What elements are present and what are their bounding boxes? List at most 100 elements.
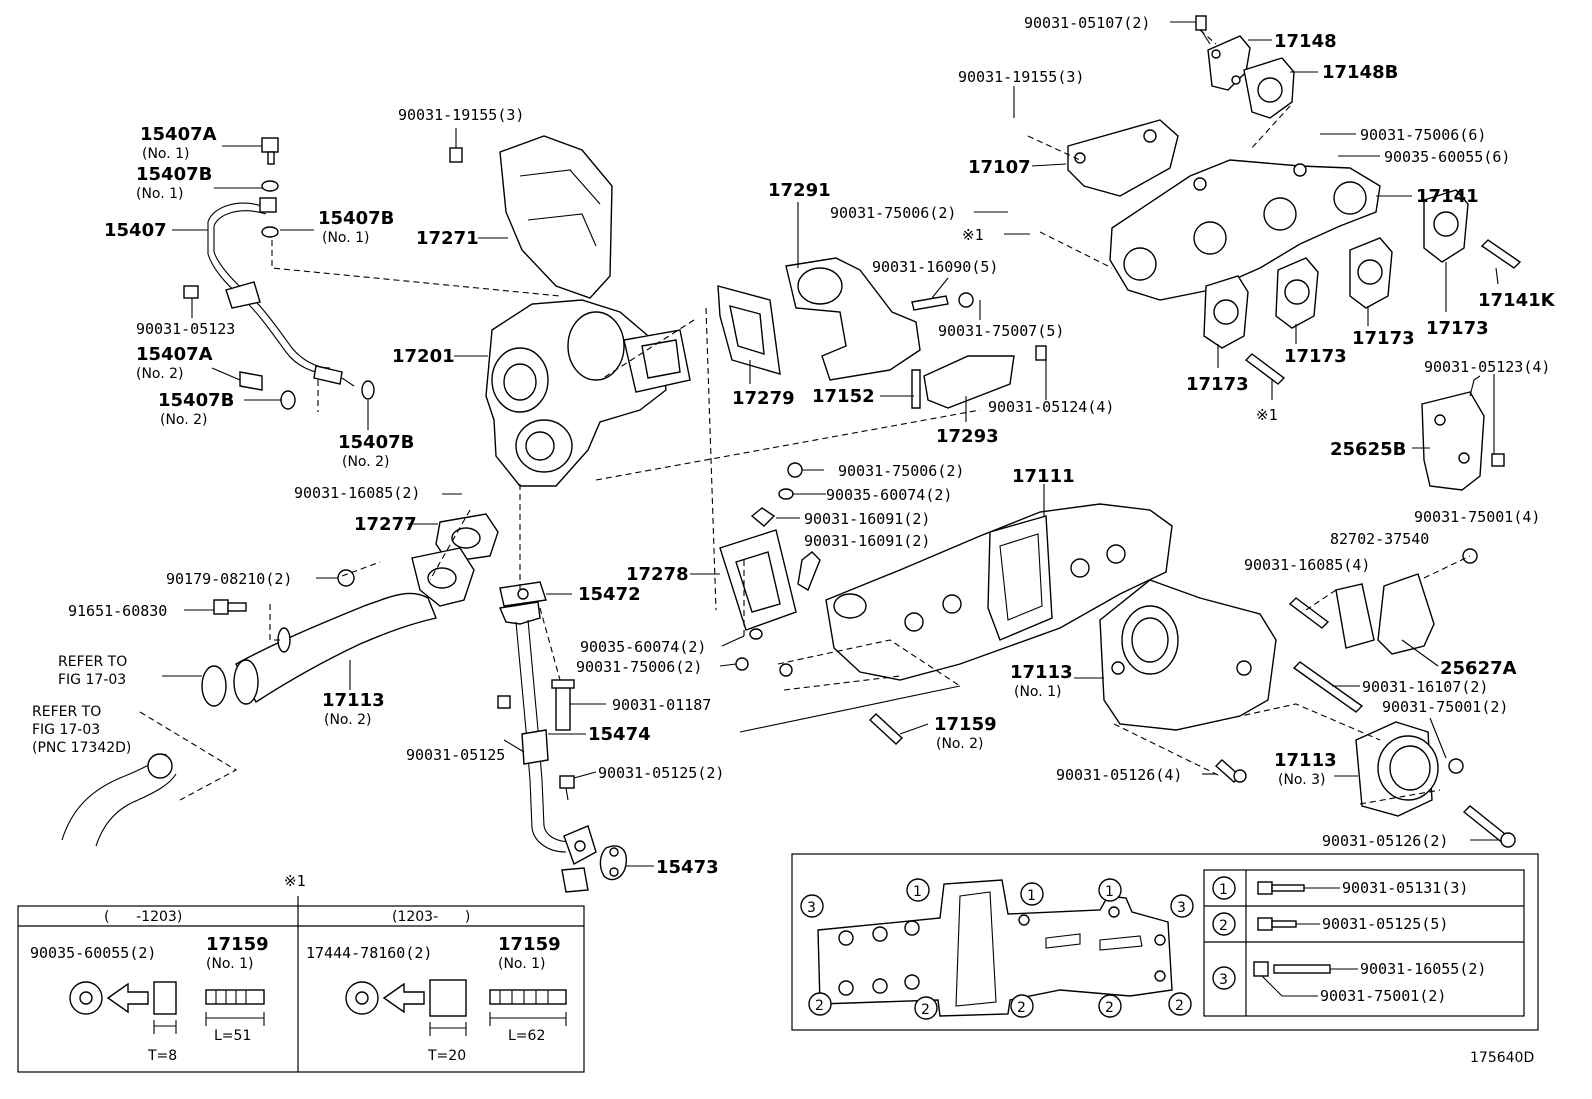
hose-refer-fig: [61, 753, 177, 847]
legend-key-3: 3: [1219, 972, 1228, 988]
label-17291: 17291: [768, 180, 831, 201]
bracket-17107: [1067, 119, 1179, 197]
stud-icon-1: [205, 989, 265, 1005]
label-15407B-no1-right-sub: (No. 1): [322, 230, 370, 246]
label-17173-c: 17173: [1284, 346, 1347, 367]
table-col1-T: T=8: [147, 1048, 177, 1064]
label-17201: 17201: [392, 346, 455, 367]
label-17293: 17293: [936, 426, 999, 447]
label-90031-01187: 90031-01187: [612, 696, 711, 714]
label-17271: 17271: [416, 228, 479, 249]
label-17148B: 17148B: [1322, 62, 1398, 83]
label-91651-60830: 91651-60830: [68, 602, 167, 620]
bracket-17293: [923, 355, 1015, 409]
arrow-icon-2: [382, 982, 425, 1014]
label-mark1-a: ※1: [962, 226, 984, 244]
label-90035-60074-2b: 90035-60074(2): [580, 638, 706, 656]
label-15407A-no1: 15407A: [140, 124, 217, 145]
legend-mark-1-c: 1: [1105, 884, 1114, 900]
arrow-icon-1: [106, 982, 149, 1014]
label-17113-no1-sub: (No. 1): [1014, 684, 1062, 700]
label-15407A-no2-sub: (No. 2): [136, 366, 184, 382]
legend-mark-3-b: 3: [1177, 900, 1186, 916]
bolts-90031-05125: [497, 695, 575, 801]
label-17148: 17148: [1274, 31, 1337, 52]
label-15407: 15407: [104, 220, 167, 241]
label-fig-17-03-2: FIG 17-03: [32, 722, 100, 738]
gasket-17278: [719, 529, 797, 631]
pipe-17113-no2: [201, 547, 475, 707]
label-90031-75001-4: 90031-75001(4): [1414, 508, 1540, 526]
bolt-90031-05107: [1195, 15, 1211, 45]
label-90031-75006-6: 90031-75006(6): [1360, 126, 1486, 144]
bolt-icon-1: [1257, 881, 1273, 895]
label-90031-75001-2: 90031-75001(2): [1382, 698, 1508, 716]
label-17113-no3: 17113: [1274, 750, 1337, 771]
label-15407B-no2: 15407B: [158, 390, 234, 411]
legend-key-2: 2: [1219, 918, 1228, 934]
egr-cover-17148: [1207, 35, 1251, 91]
lower-gasket-outline: [739, 639, 961, 733]
gasket-15473: [599, 845, 627, 881]
label-17173-a: 17173: [1426, 318, 1489, 339]
label-90031-75007: 90031-75007(5): [938, 322, 1064, 340]
label-90031-05126-4: 90031-05126(4): [1056, 766, 1182, 784]
label-90031-05125-2: 90031-05125(2): [598, 764, 724, 782]
label-90031-75006-2a: 90031-75006(2): [830, 204, 956, 222]
legend-mark-3-a: 3: [807, 900, 816, 916]
label-15407B-no2-right: 15407B: [338, 432, 414, 453]
table-col2-washer: 17444-78160(2): [306, 944, 432, 962]
label-90031-16085-4: 90031-16085(4): [1244, 556, 1370, 574]
label-90031-19155-left: 90031-19155(3): [398, 106, 524, 124]
label-17113-no3-sub: (No. 3): [1278, 772, 1326, 788]
table-col2-stud: 17159: [498, 934, 561, 955]
label-90031-05126-2: 90031-05126(2): [1322, 832, 1448, 850]
label-90179-08210: 90179-08210(2): [166, 570, 292, 588]
stud-90031-01187: [551, 679, 575, 731]
label-pnc-17342D: (PNC 17342D): [32, 740, 131, 756]
label-17159-no2-sub: (No. 2): [936, 736, 984, 752]
legend-mark-2-e: 2: [1175, 998, 1184, 1014]
label-17277: 17277: [354, 514, 417, 535]
pipe-17113-no3: [1355, 721, 1439, 817]
stud-icon-2: [489, 989, 567, 1005]
label-90031-16090: 90031-16090(5): [872, 258, 998, 276]
exhaust-gaskets-17173: [1203, 189, 1469, 349]
label-17152: 17152: [812, 386, 875, 407]
callout-labels: 90031-05107(2) 17148 17148B 90031-19155(…: [32, 14, 1556, 878]
label-15474: 15474: [588, 724, 651, 745]
studs-90031-16090: [911, 292, 1047, 409]
label-fig-17-03-1: FIG 17-03: [58, 672, 126, 688]
bolt-91651-60830: [213, 599, 247, 615]
label-17278: 17278: [626, 564, 689, 585]
label-15472: 15472: [578, 584, 641, 605]
label-15473: 15473: [656, 857, 719, 878]
label-15407B-no2-right-sub: (No. 2): [342, 454, 390, 470]
legend-part-2: 90031-05125(5): [1322, 915, 1448, 933]
gasket-17148B: [1243, 57, 1295, 119]
exhaust-manifold-17141: [1109, 159, 1381, 301]
stud-icon-3: [1253, 961, 1269, 977]
label-17173-d: 17173: [1186, 374, 1249, 395]
table-col1-header: ( -1203): [104, 909, 182, 925]
legend-mark-2-d: 2: [1105, 1000, 1114, 1016]
label-15407B-no1: 15407B: [136, 164, 212, 185]
legend-mark-2-a: 2: [815, 998, 824, 1014]
label-17113-no2: 17113: [322, 690, 385, 711]
stud-variant-table: ※1 ( -1203) (1203- ) 90035-60055(2) 1715…: [17, 872, 585, 1073]
studs-90031-16091: [735, 462, 821, 671]
label-25625B: 25625B: [1330, 439, 1406, 460]
label-15407B-no1-sub: (No. 1): [136, 186, 184, 202]
heat-insulator-17271: [449, 135, 613, 299]
label-17113-no1: 17113: [1010, 662, 1073, 683]
legend-mark-2-c: 2: [1017, 1000, 1026, 1016]
table-col2-L: L=62: [508, 1028, 545, 1044]
table-col1-stud: 17159: [206, 934, 269, 955]
oil-pipe-15407: [183, 137, 375, 410]
bolt-icon-2: [1257, 917, 1273, 931]
bracket-25627A: [1335, 573, 1435, 655]
label-90035-60074-2a: 90035-60074(2): [826, 486, 952, 504]
label-90031-05123: 90031-05123: [136, 320, 235, 338]
label-25627A: 25627A: [1440, 658, 1517, 679]
